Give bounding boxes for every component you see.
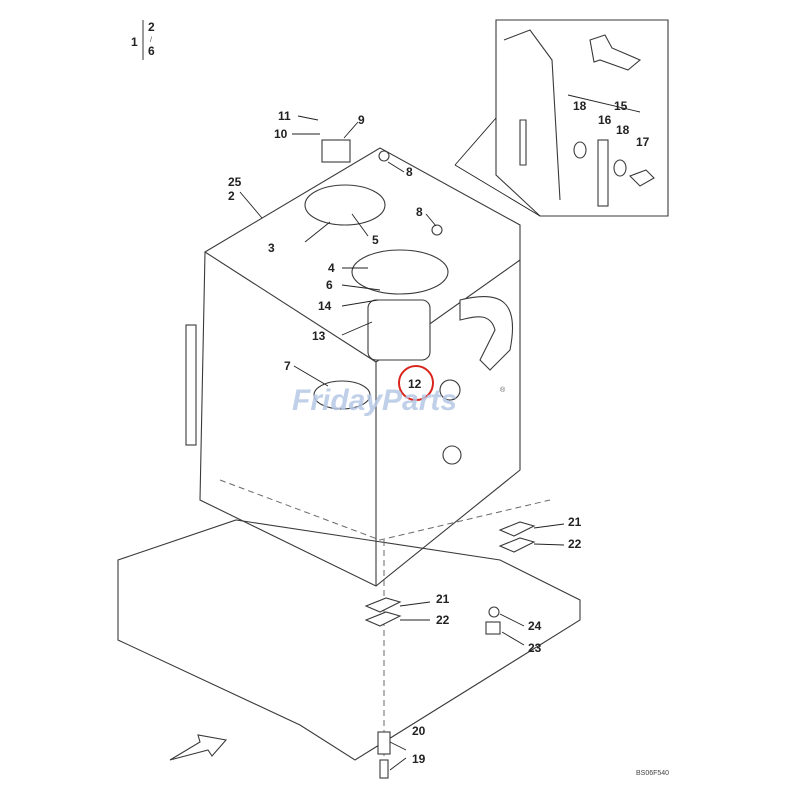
leader-24 [499, 613, 525, 627]
callout-22a: 22 [568, 537, 582, 551]
index-bottom: 6 [148, 44, 155, 58]
callout-19: 19 [412, 752, 426, 766]
callouts: 25 2 3 4 5 6 7 8 8 9 10 11 12 13 14 19 2… [228, 109, 582, 766]
inset-frame [495, 19, 669, 217]
shim-21-lower [364, 597, 402, 613]
leader-11 [297, 115, 319, 121]
hydraulic-tank [185, 139, 521, 587]
callout-4: 4 [328, 261, 335, 275]
return-filter [313, 380, 371, 410]
callout-5: 5 [372, 233, 379, 247]
callout-13: 13 [312, 329, 326, 343]
index-main: 1 [131, 35, 138, 49]
callout-6: 6 [326, 278, 333, 292]
callout-11: 11 [278, 109, 291, 123]
callout-25: 25 [228, 175, 242, 189]
base-frame [117, 479, 581, 779]
bolt-23 [485, 621, 501, 635]
callout-8b: 8 [416, 205, 423, 219]
shim-22-upper [498, 537, 536, 553]
tank-outline [199, 147, 521, 587]
leader-21b [399, 601, 431, 607]
frame-outline [117, 519, 581, 761]
callout-22b: 22 [436, 613, 450, 627]
suction-hose [459, 296, 514, 371]
watermark-mark: ® [500, 386, 506, 394]
shim-22-lower [364, 611, 402, 627]
callout-10: 10 [274, 127, 288, 141]
shim-21-upper [498, 521, 536, 537]
leader-23 [501, 631, 525, 646]
leader-7 [293, 365, 329, 387]
leader-6 [341, 284, 381, 291]
index-top: 2 [148, 20, 155, 34]
callout-17: 17 [636, 135, 650, 149]
callout-8a: 8 [406, 165, 413, 179]
inset-washer-b [613, 159, 627, 177]
leader-13 [341, 321, 373, 336]
leader-22a [533, 543, 565, 546]
bolt-19 [379, 759, 389, 779]
leader-20 [389, 741, 407, 751]
inset-pointer-a [454, 117, 497, 166]
port-plug-b [442, 445, 462, 465]
callout-7: 7 [284, 359, 291, 373]
callout-23: 23 [528, 641, 542, 655]
watermark-text: FridayParts [292, 384, 457, 417]
leader-2 [239, 191, 263, 219]
bolt-8b [431, 224, 443, 236]
callout-24: 24 [528, 619, 542, 633]
inset-strap [597, 139, 609, 207]
filter-cover [351, 249, 449, 295]
inset-callout-line [567, 94, 641, 113]
callout-21a: 21 [568, 515, 582, 529]
callout-16: 16 [598, 113, 612, 127]
leader-14 [341, 299, 379, 307]
leader-19 [389, 757, 407, 771]
leader-lines [239, 115, 565, 771]
callout-18b: 18 [616, 123, 630, 137]
drawing-code: BS06F540 [636, 770, 669, 777]
inset-bracket-edge [503, 29, 561, 201]
washer-24 [488, 606, 500, 618]
callout-21b: 21 [436, 592, 450, 606]
front-arrow-icon [169, 734, 228, 761]
callout-18a: 18 [573, 99, 587, 113]
callout-9: 9 [358, 113, 365, 127]
leader-9 [343, 121, 359, 139]
index-note: 1 2 / 6 [131, 20, 155, 60]
arrow-up-icon [589, 34, 642, 71]
inset-washer-a [573, 141, 587, 159]
inset-bolt [629, 169, 655, 187]
sight-gauge [185, 324, 197, 446]
callout-2: 2 [228, 189, 235, 203]
highlight-ring [398, 365, 434, 401]
tank-cover-plate [304, 184, 386, 226]
port-plug-a [439, 379, 461, 401]
leader-5 [351, 213, 369, 237]
leader-8a [387, 161, 405, 173]
frame-hidden-a [219, 479, 551, 541]
detail-inset: 18 15 16 18 17 [454, 19, 669, 217]
suction-strainer [367, 299, 431, 361]
callout-14: 14 [318, 299, 332, 313]
watermark: FridayParts ® [292, 384, 506, 417]
spacer-20 [377, 731, 391, 755]
index-slash: / [150, 37, 152, 44]
breather-cap [321, 139, 351, 163]
callout-15: 15 [614, 99, 628, 113]
callout-12: 12 [408, 377, 422, 391]
callout-3: 3 [268, 241, 275, 255]
leader-8b [425, 213, 437, 227]
leader-3 [304, 221, 331, 243]
callout-20: 20 [412, 724, 426, 738]
leader-21a [533, 523, 565, 529]
inset-slot [519, 119, 527, 166]
inset-pointer-b [454, 164, 541, 217]
tank-front-edge-top [204, 251, 377, 363]
bolt-8a [378, 150, 390, 162]
